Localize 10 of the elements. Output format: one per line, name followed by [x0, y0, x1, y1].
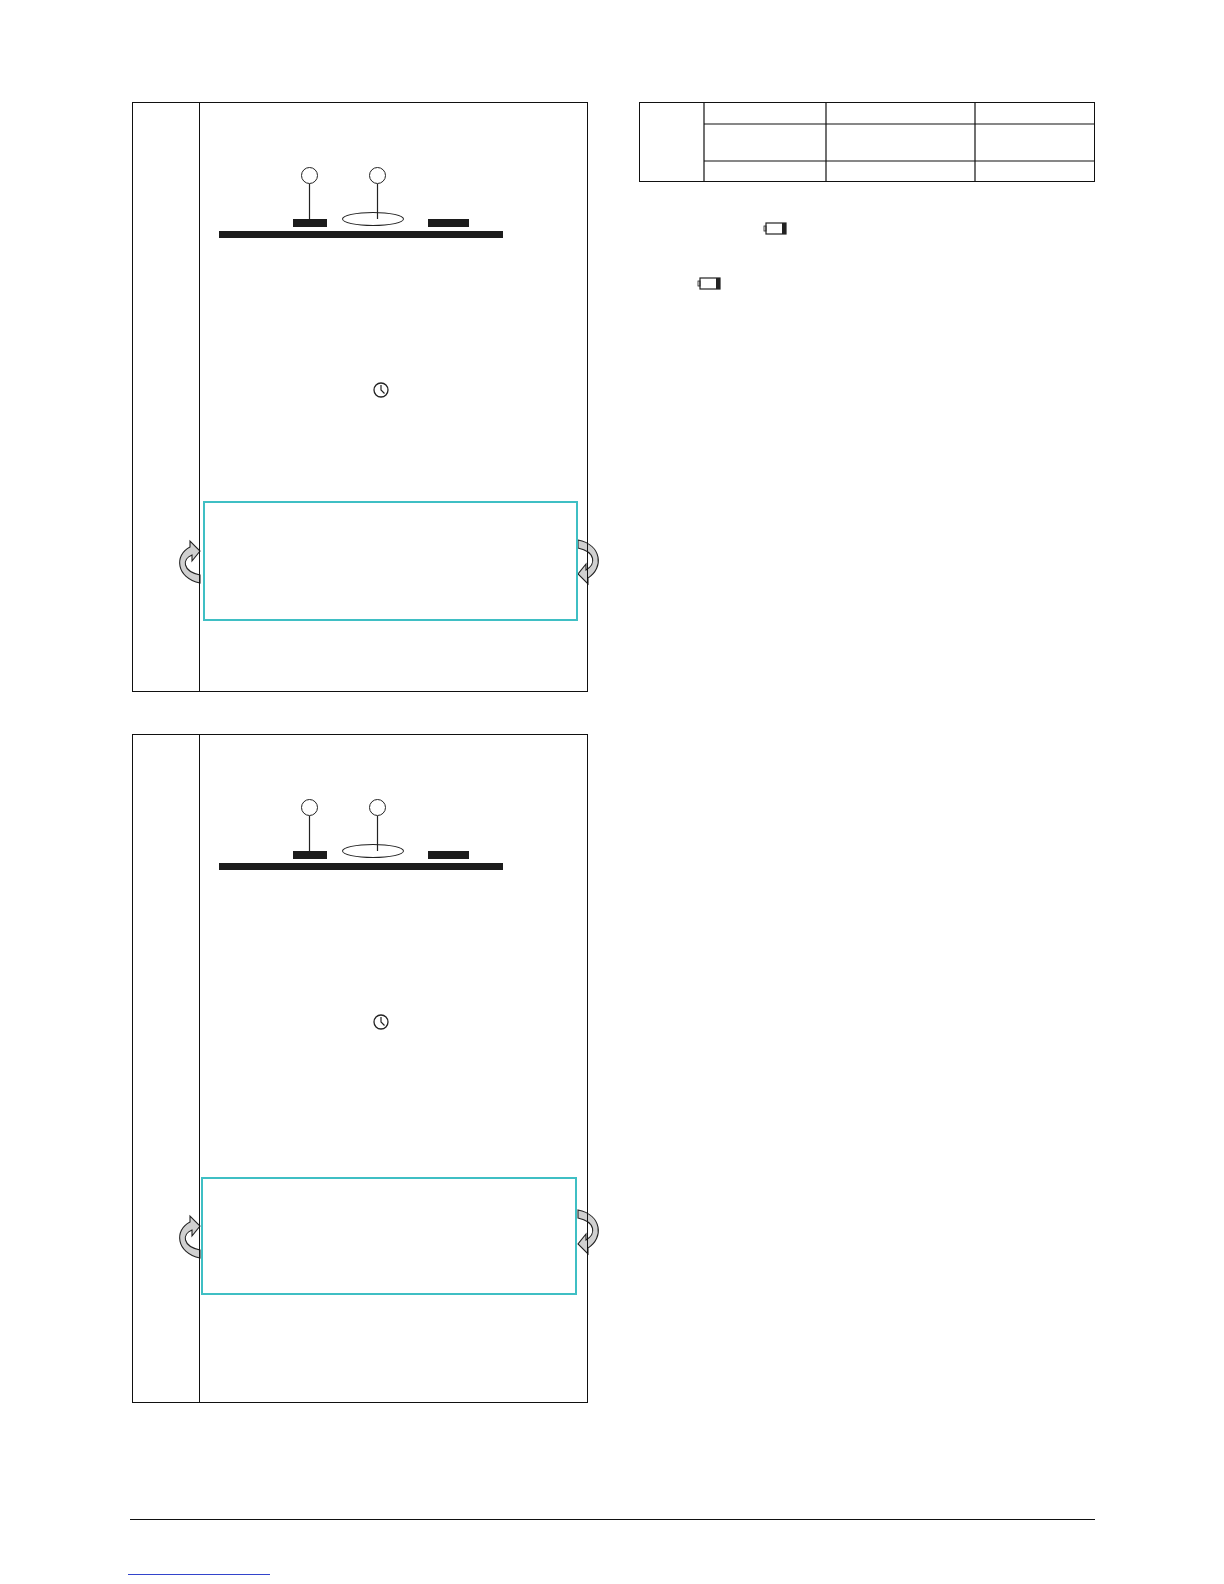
bar: [293, 851, 327, 859]
callout-circle: [369, 799, 386, 816]
callout-circle: [301, 167, 318, 184]
bar: [293, 219, 327, 227]
leader-line: [376, 815, 379, 852]
leader-line: [376, 183, 379, 220]
callout-circle: [301, 799, 318, 816]
leader-line: [308, 183, 311, 220]
leader-line: [308, 815, 311, 852]
callout-circle: [369, 167, 386, 184]
